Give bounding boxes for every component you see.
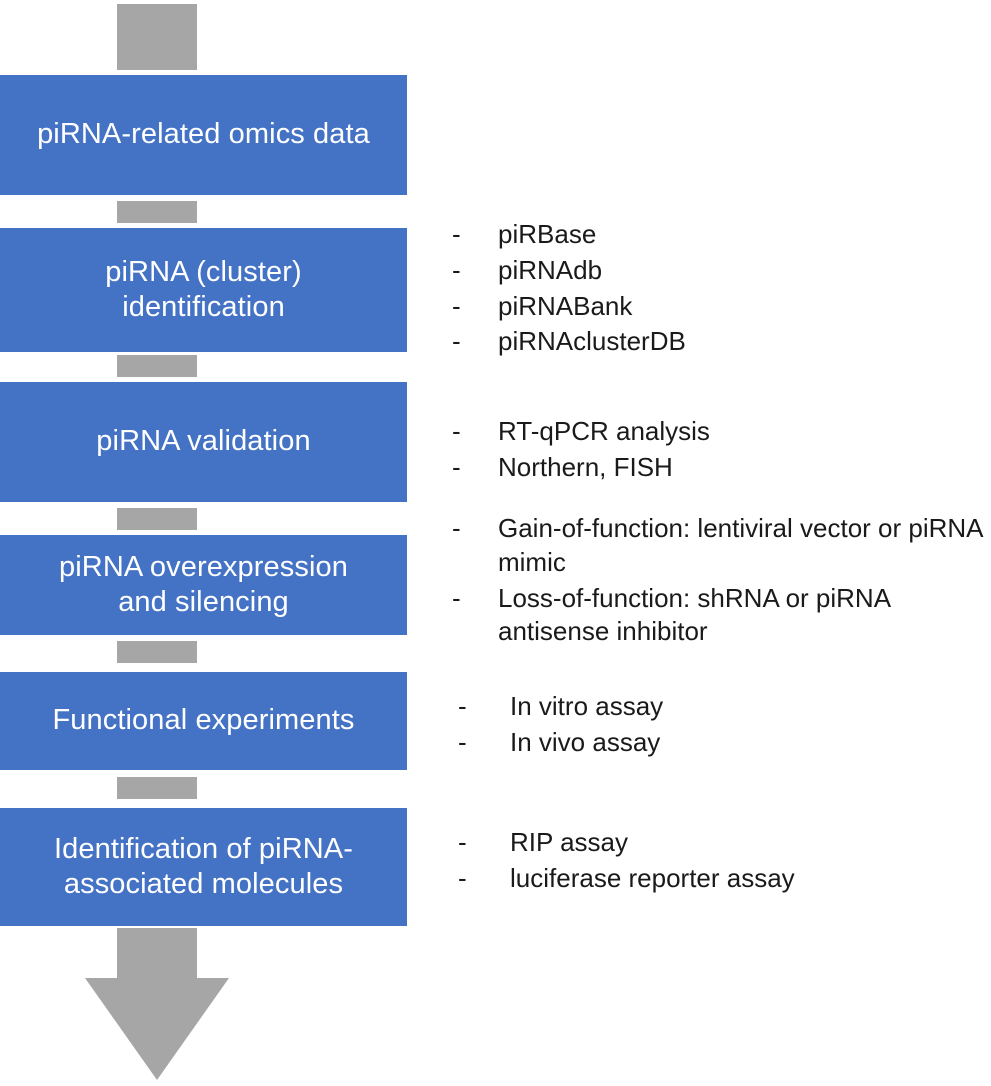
- bullet-dash-icon: -: [452, 254, 461, 285]
- down-arrow-icon: [80, 928, 240, 1084]
- process-box-label: piRNA validation: [96, 425, 311, 458]
- process-box-piRNA-validation[interactable]: piRNA validation: [0, 382, 407, 502]
- bullet-dash-icon: -: [458, 827, 467, 857]
- annotation-text: Loss-of-function: shRNA or piRNA antisen…: [498, 582, 890, 647]
- annotation-text: Northern, FISH: [498, 451, 673, 482]
- annotation-item: - Northern, FISH: [452, 451, 991, 485]
- bullet-dash-icon: -: [452, 451, 461, 482]
- annotation-text: Gain-of-function: lentiviral vector or p…: [498, 513, 983, 577]
- bullet-dash-icon: -: [458, 862, 467, 893]
- annotation-item: - In vitro assay: [452, 690, 991, 724]
- annotation-item: - In vivo assay: [452, 726, 991, 760]
- bullet-dash-icon: -: [452, 290, 461, 321]
- annotation-item: - piRNAdb: [452, 254, 991, 288]
- annotation-text: RT-qPCR analysis: [498, 416, 710, 446]
- annotation-group-identification: - piRBase - piRNAdb - piRNABank - piRNAc…: [452, 218, 991, 361]
- annotation-group-functional-experiments: - In vitro assay - In vivo assay: [452, 690, 991, 762]
- process-box-functional-experiments[interactable]: Functional experiments: [0, 672, 407, 770]
- bullet-dash-icon: -: [452, 219, 461, 249]
- process-box-label-line: associated molecules: [63, 868, 344, 900]
- annotation-item: - RT-qPCR analysis: [452, 415, 991, 449]
- bullet-dash-icon: -: [452, 513, 461, 543]
- annotation-text: RIP assay: [510, 827, 629, 857]
- process-box-identification-of-piRNA-associated-molecules[interactable]: Identification of piRNA- associated mole…: [0, 808, 407, 926]
- process-box-piRNA-cluster-identification[interactable]: piRNA (cluster) identification: [0, 228, 407, 352]
- process-box-label-line: piRNA overexpression: [59, 550, 348, 583]
- annotation-group-validation: - RT-qPCR analysis - Northern, FISH: [452, 415, 991, 487]
- bullet-dash-icon: -: [458, 691, 467, 721]
- annotation-text: piRBase: [498, 219, 597, 249]
- bullet-dash-icon: -: [452, 582, 461, 613]
- process-box-label-line: identification: [122, 291, 285, 323]
- process-box-label-line: Identification of piRNA-: [54, 832, 353, 865]
- annotation-item: - Loss-of-function: shRNA or piRNA antis…: [452, 582, 991, 650]
- process-box-label: piRNA-related omics data: [37, 118, 370, 151]
- annotation-text: luciferase reporter assay: [510, 862, 795, 893]
- bullet-dash-icon: -: [458, 726, 467, 757]
- annotation-text: piRNABank: [498, 290, 633, 321]
- annotation-item: - piRNABank: [452, 290, 991, 324]
- connector-step2-step3: [117, 355, 197, 377]
- process-box-label: Functional experiments: [52, 704, 355, 737]
- connector-step5-step6: [117, 777, 197, 799]
- annotation-item: - RIP assay: [452, 826, 991, 860]
- annotation-text: piRNAclusterDB: [498, 326, 686, 357]
- annotation-item: - piRBase: [452, 218, 991, 252]
- process-box-piRNA-overexpression-and-silencing[interactable]: piRNA overexpression and silencing: [0, 535, 407, 635]
- annotation-item: - piRNAclusterDB: [452, 325, 991, 359]
- bullet-dash-icon: -: [452, 326, 461, 357]
- annotation-item: - luciferase reporter assay: [452, 862, 991, 896]
- connector-top: [117, 4, 197, 70]
- annotation-item: - Gain-of-function: lentiviral vector or…: [452, 512, 991, 580]
- connector-step4-step5: [117, 641, 197, 663]
- annotation-text: In vitro assay: [510, 691, 664, 721]
- process-box-label-line: and silencing: [118, 586, 289, 618]
- process-box-piRNA-related-omics-data[interactable]: piRNA-related omics data: [0, 75, 407, 195]
- connector-step3-step4: [117, 508, 197, 530]
- annotation-text: piRNAdb: [498, 254, 603, 285]
- connector-step1-step2: [117, 201, 197, 223]
- annotation-group-piRNA-associated-molecules: - RIP assay - luciferase reporter assay: [452, 826, 991, 898]
- annotation-group-overexpression-silencing: - Gain-of-function: lentiviral vector or…: [452, 512, 991, 651]
- annotation-text: In vivo assay: [510, 726, 661, 757]
- bullet-dash-icon: -: [452, 416, 461, 446]
- process-box-label-line: piRNA (cluster): [105, 255, 302, 288]
